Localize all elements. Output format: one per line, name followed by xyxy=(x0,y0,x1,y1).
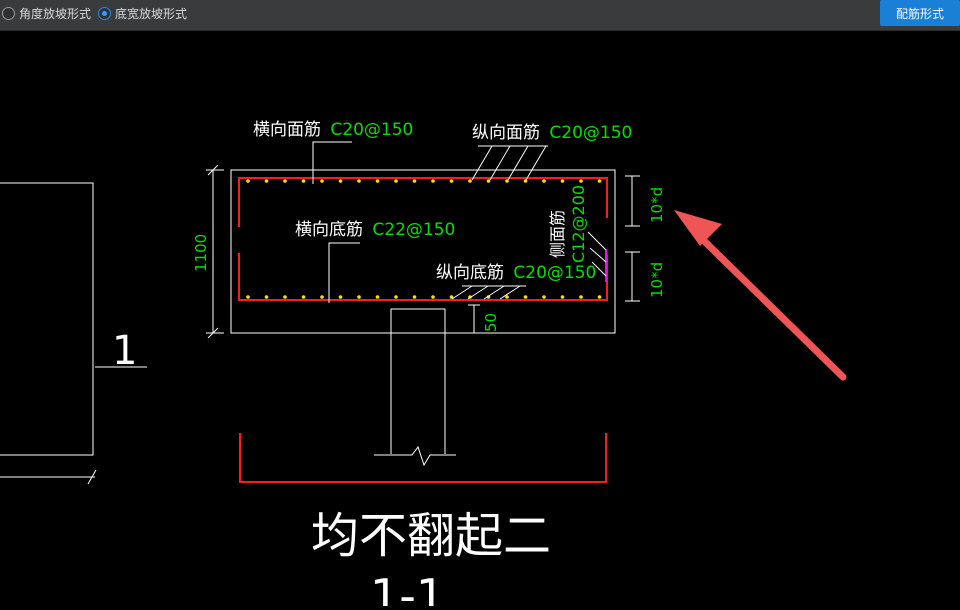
rebar-dot xyxy=(542,179,546,183)
pointer-arrow-icon xyxy=(674,210,847,381)
rebar-dot xyxy=(357,179,361,183)
rebar-dot xyxy=(505,179,509,183)
angle-slope-label: 角度放坡形式 xyxy=(19,6,92,21)
rebar-dot xyxy=(468,179,472,183)
top-longitudinal-label: 纵向面筋 C20@150 xyxy=(472,123,632,143)
section-caption: 均不翻起二 xyxy=(311,508,551,564)
rebar-dot xyxy=(375,295,380,299)
rebar-dot xyxy=(357,295,361,299)
pile-cap-outline xyxy=(239,433,607,483)
anchorage-top-text: 10*d xyxy=(648,187,666,223)
rebar-dot xyxy=(523,179,528,183)
rebar-dot xyxy=(449,295,454,299)
rebar-dot xyxy=(542,295,546,299)
rebar-dot xyxy=(264,295,269,299)
section-drawing: 1 1100 50 10*d 10 xyxy=(0,120,847,610)
rebar-dot xyxy=(597,295,602,299)
height-dimension-text: 1100 xyxy=(192,234,210,272)
rebar-dot xyxy=(283,179,287,183)
rebar-dot xyxy=(394,179,398,183)
rebar-dot xyxy=(264,179,269,183)
side-rebar-spec: C12@200 xyxy=(569,185,588,263)
bottom-width-slope-radio[interactable]: 底宽放坡形式 xyxy=(98,4,187,22)
bottom-width-slope-label: 底宽放坡形式 xyxy=(115,6,188,21)
toolbar: 角度放坡形式 底宽放坡形式 配筋形式 xyxy=(0,0,960,31)
rebar-dot xyxy=(486,179,491,183)
rebar-dot xyxy=(579,179,583,183)
rebar-dot xyxy=(301,295,306,299)
rebar-dot xyxy=(449,179,454,183)
rebar-dot xyxy=(246,295,250,299)
slab-outline xyxy=(230,169,616,334)
rebar-config-button[interactable]: 配筋形式 xyxy=(880,0,960,26)
rebar-dot xyxy=(560,179,565,183)
rebar-dot xyxy=(579,295,583,299)
bottom-rebar-dots xyxy=(246,295,602,299)
anchorage-bottom-text: 10*d xyxy=(648,262,666,298)
section-label: 1-1 xyxy=(370,569,445,606)
radio-checked-icon xyxy=(98,6,111,20)
rebar-dot xyxy=(246,179,250,183)
top-transverse-label: 横向面筋 C20@150 xyxy=(253,120,413,140)
left-plan-outline xyxy=(0,182,147,485)
rebar-dot xyxy=(412,295,417,299)
rebar-dot xyxy=(338,179,343,183)
side-rebar-name: 侧面筋 xyxy=(548,210,567,258)
angle-slope-radio[interactable]: 角度放坡形式 xyxy=(2,4,91,22)
rebar-dot xyxy=(301,179,306,183)
column-stub xyxy=(374,308,456,467)
bottom-longitudinal-label: 纵向底筋 C20@150 xyxy=(436,263,596,283)
rebar-dot xyxy=(320,179,324,183)
rebar-dot xyxy=(505,295,509,299)
section-mark-number: 1 xyxy=(112,328,137,374)
rebar-dot xyxy=(283,295,287,299)
rebar-dot xyxy=(431,295,435,299)
cover-dimension xyxy=(468,304,480,334)
radio-unchecked-icon xyxy=(2,6,15,20)
leader-lines xyxy=(312,141,607,303)
rebar-dot xyxy=(375,179,380,183)
rebar-dot xyxy=(431,179,435,183)
rebar-dot xyxy=(394,295,398,299)
rebar-dot xyxy=(338,295,343,299)
bottom-transverse-label: 横向底筋 C22@150 xyxy=(295,220,455,240)
cover-dimension-text: 50 xyxy=(482,313,500,332)
rebar-dot xyxy=(597,179,602,183)
rebar-dot xyxy=(523,295,528,299)
rebar-dot xyxy=(560,295,565,299)
anchorage-dimensions xyxy=(625,175,640,302)
cad-canvas[interactable]: 1 1100 50 10*d 10 xyxy=(0,31,960,610)
rebar-dot xyxy=(412,179,417,183)
height-dimension xyxy=(206,164,224,339)
rebar-dot xyxy=(320,295,324,299)
top-rebar-dots xyxy=(246,179,602,183)
